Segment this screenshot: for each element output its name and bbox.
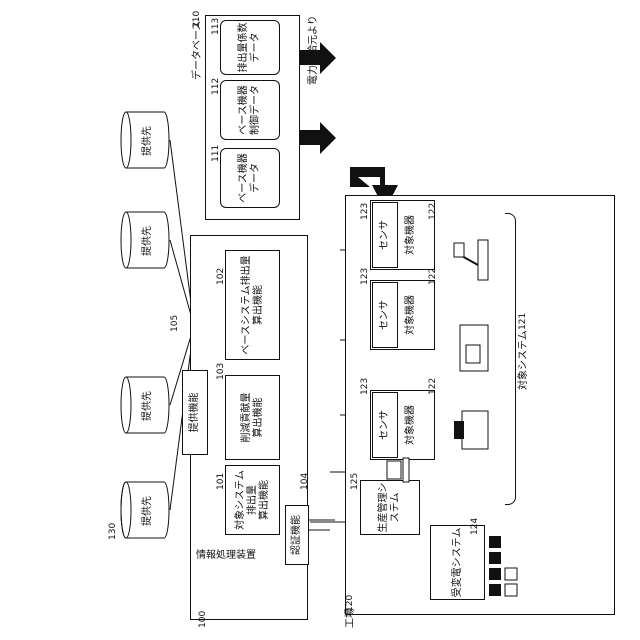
db-113: 排出量係数 データ <box>220 20 280 75</box>
db-113-label: 排出量係数 データ <box>238 23 262 73</box>
sensor-3: センサ <box>372 202 398 268</box>
sensor-1: センサ <box>372 392 398 458</box>
recipient-label: 提供先 <box>142 391 154 421</box>
function-103-ref: 103 <box>216 363 226 380</box>
database-ref: 110 <box>192 11 202 28</box>
function-102: ベースシステム排出量 算出機能 <box>225 250 280 360</box>
function-105-ref: 105 <box>170 315 180 332</box>
db-111: ベース機器 データ <box>220 148 280 208</box>
target-system-bracket <box>505 213 516 505</box>
apparatus-ref: 100 <box>198 611 208 628</box>
sensor-ref: 123 <box>360 378 370 395</box>
db-112-ref: 112 <box>211 78 221 95</box>
device-3-label: 対象機器 <box>405 210 417 260</box>
computer-icon <box>385 455 415 485</box>
db-113-ref: 113 <box>211 18 221 35</box>
power-receiving-system: 受変電システム <box>430 525 485 600</box>
factory-ref: 120 <box>345 595 355 612</box>
function-105-label: 提供機能 <box>189 393 201 433</box>
sensor-label: センサ <box>379 220 391 250</box>
recipient-label: 提供先 <box>142 226 154 256</box>
device-ref: 122 <box>428 268 438 285</box>
target-system-label: 対象システム <box>518 330 530 390</box>
recipient-label: 提供先 <box>142 126 154 156</box>
machine-tool-icon <box>450 320 495 375</box>
db-111-label: ベース機器 データ <box>238 153 262 203</box>
power-receiving-label: 受変電システム <box>452 528 464 598</box>
function-104: 認証機能 <box>285 505 309 565</box>
db-112: ベース機器 制御データ <box>220 80 280 140</box>
device-1-label: 対象機器 <box>405 400 417 450</box>
transformer-icon <box>485 520 525 600</box>
apparatus-label: 情報処理装置 <box>196 550 256 562</box>
press-machine-icon <box>450 405 495 455</box>
db-111-ref: 111 <box>211 145 221 162</box>
robot-arm-icon <box>450 235 495 285</box>
sensor-label: センサ <box>379 300 391 330</box>
production-label: 生産管理システム <box>378 481 402 534</box>
recipient-label: 提供先 <box>142 496 154 526</box>
recipient-3: 提供先 <box>120 210 170 270</box>
recipient-4: 提供先 <box>120 110 170 170</box>
function-101-ref: 101 <box>216 473 226 490</box>
sensor-2: センサ <box>372 282 398 348</box>
function-101-label: 対象システム排出量 算出機能 <box>235 466 271 534</box>
recipient-2: 提供先 <box>120 375 170 435</box>
function-104-label: 認証機能 <box>291 515 303 555</box>
device-2-label: 対象機器 <box>405 290 417 340</box>
function-103: 削減貢献量 算出機能 <box>225 375 280 460</box>
target-system-ref: 121 <box>518 313 528 330</box>
power-arrow-top <box>300 40 340 80</box>
sensor-ref: 123 <box>360 268 370 285</box>
sensor-ref: 123 <box>360 203 370 220</box>
database-label: データベース <box>192 21 204 81</box>
function-103-label: 削減貢献量 算出機能 <box>241 393 265 443</box>
production-management-system: 生産管理システム <box>360 480 420 535</box>
production-ref: 125 <box>350 473 360 490</box>
sensor-label: センサ <box>379 410 391 440</box>
function-104-ref: 104 <box>300 473 310 490</box>
function-105: 提供機能 <box>182 370 208 455</box>
device-ref: 122 <box>428 378 438 395</box>
function-101: 対象システム排出量 算出機能 <box>225 465 280 535</box>
db-112-label: ベース機器 制御データ <box>238 85 262 135</box>
device-ref: 122 <box>428 203 438 220</box>
function-102-ref: 102 <box>216 268 226 285</box>
recipient-1: 提供先 <box>120 480 170 540</box>
function-102-label: ベースシステム排出量 算出機能 <box>241 255 265 354</box>
power-receiving-ref: 124 <box>470 518 480 535</box>
power-arrow-mid <box>300 120 340 160</box>
recipient-ref: 130 <box>108 523 118 540</box>
